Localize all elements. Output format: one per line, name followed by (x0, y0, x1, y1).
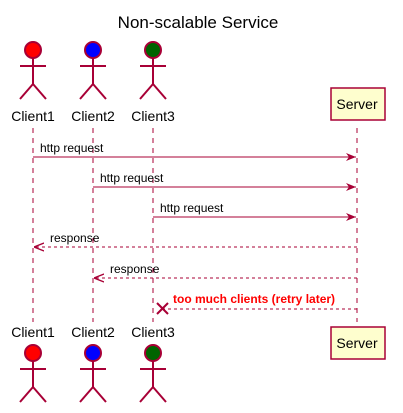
actor-client2-top: Client2 (71, 41, 115, 124)
actor-client3-top: Client3 (131, 41, 175, 124)
actor-label-client3: Client3 (131, 108, 175, 124)
actor-head-icon (144, 41, 162, 59)
actor-label-client2: Client2 (71, 108, 115, 124)
diagram-title: Non-scalable Service (118, 13, 279, 32)
message-label: http request (100, 171, 164, 185)
actor-client3-bottom (139, 344, 167, 403)
message-3: http request (153, 201, 356, 221)
message-label: http request (40, 141, 104, 155)
actor-head-icon (84, 41, 102, 59)
message-label: response (110, 262, 160, 276)
lost-message-x-icon (156, 302, 169, 315)
actor-label-client3-bottom: Client3 (131, 324, 175, 340)
message-5: response (94, 262, 357, 278)
message-1: http request (33, 141, 356, 161)
actor-client1-bottom (19, 344, 47, 403)
participant-label-server: Server (336, 96, 378, 112)
actor-head-icon (144, 344, 162, 362)
participant-label-server-bottom: Server (336, 335, 378, 351)
message-6: too much clients (retry later) (156, 292, 357, 315)
message-error-label: too much clients (retry later) (173, 292, 335, 306)
message-label: response (50, 231, 100, 245)
actor-label-client2-bottom: Client2 (71, 324, 115, 340)
actor-label-client1-bottom: Client1 (11, 324, 55, 340)
actor-head-icon (24, 41, 42, 59)
actor-head-icon (84, 344, 102, 362)
message-2: http request (93, 171, 356, 191)
actor-head-icon (24, 344, 42, 362)
message-4: response (34, 231, 357, 247)
actor-label-client1: Client1 (11, 108, 55, 124)
participant-server-bottom: Server (330, 326, 386, 360)
actor-client2-bottom (79, 344, 107, 403)
participant-server-top: Server (330, 87, 386, 121)
message-label: http request (160, 201, 224, 215)
actor-client1-top: Client1 (11, 41, 55, 124)
